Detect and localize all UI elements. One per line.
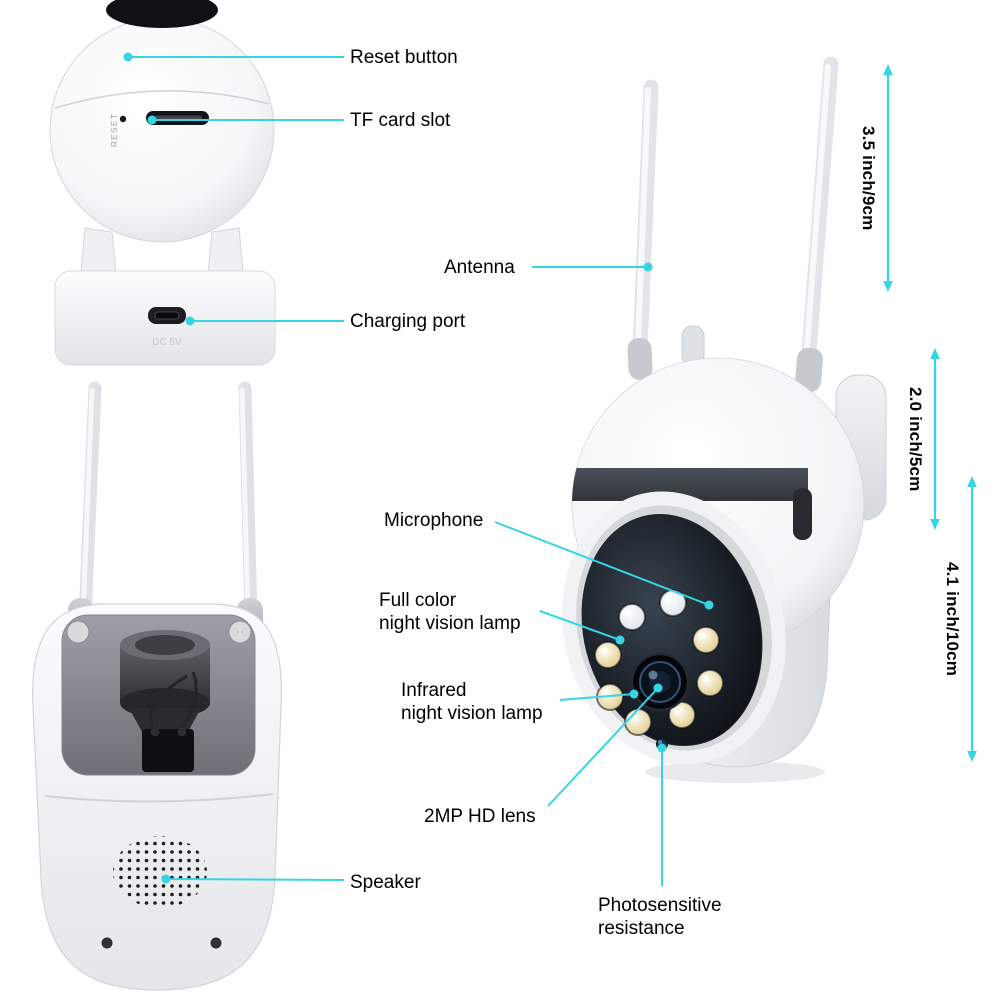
photoresistor: [656, 738, 668, 750]
reset-engraving: RESET: [109, 113, 119, 147]
antenna-mount-left: [66, 620, 90, 644]
dimension-arrow: [967, 476, 977, 762]
open-compartment: [61, 614, 256, 776]
seam-line: [54, 90, 270, 109]
callout-2mp-hd-lens: 2MP HD lens: [424, 806, 536, 827]
dimension-body-height-text: 4.1 inch/10cm: [943, 561, 962, 677]
right-antenna-graphic: [238, 381, 258, 625]
camera-back-view-illustration: RESET DC 5V: [49, 0, 276, 366]
callout-infrared-night-vision-lamp: Infrared night vision lamp: [401, 680, 543, 724]
callout-speaker: Speaker: [350, 872, 421, 893]
speaker-grille: [113, 836, 207, 908]
callout-charging-port: Charging port: [350, 311, 466, 332]
connector-box: [142, 671, 198, 772]
right-antenna-graphic: [795, 56, 839, 393]
callout-antenna: Antenna: [444, 257, 515, 278]
dimension-arrow: [883, 64, 893, 292]
microphone-hole: [706, 603, 714, 611]
screw-hole-left: [101, 937, 113, 949]
left-antenna-graphic: [627, 79, 659, 381]
dimension-antenna-length: 3.5 inch/9cm: [858, 64, 895, 292]
tf-card-slot-graphic: [146, 111, 209, 125]
dimension-body-height: 4.1 inch/10cm: [942, 476, 979, 762]
left-antenna-graphic: [78, 381, 102, 625]
dimension-head-height: 2.0 inch/5cm: [905, 348, 942, 530]
top-cap: [106, 0, 218, 28]
callout-photosensitive-resistance: Photosensitive resistance: [598, 895, 722, 939]
right-foot: [207, 227, 244, 273]
left-foot: [80, 227, 117, 273]
charging-spec-engraving: DC 5V: [152, 337, 182, 348]
ground-shadow: [645, 761, 825, 783]
camera-sphere-back: RESET: [49, 0, 275, 243]
callout-tf-card-slot: TF card slot: [350, 110, 451, 131]
reset-hole: [119, 115, 127, 123]
lens: [630, 652, 690, 712]
callout-reset-button: Reset button: [350, 47, 458, 68]
hinge-seam: [44, 793, 274, 803]
dimension-arrow: [930, 348, 940, 530]
dimension-antenna-length-text: 3.5 inch/9cm: [859, 125, 878, 231]
tilt-band: [572, 468, 808, 501]
base-bracket: DC 5V: [54, 270, 276, 366]
callout-microphone: Microphone: [384, 510, 484, 531]
screw-hole-right: [210, 937, 222, 949]
camera-bottom-view-illustration: [32, 381, 283, 991]
callout-full-color-night-vision-lamp: Full color night vision lamp: [379, 590, 521, 634]
side-notch: [793, 488, 812, 540]
dimension-head-height-text: 2.0 inch/5cm: [906, 386, 925, 492]
antenna-mount-right: [228, 620, 252, 644]
